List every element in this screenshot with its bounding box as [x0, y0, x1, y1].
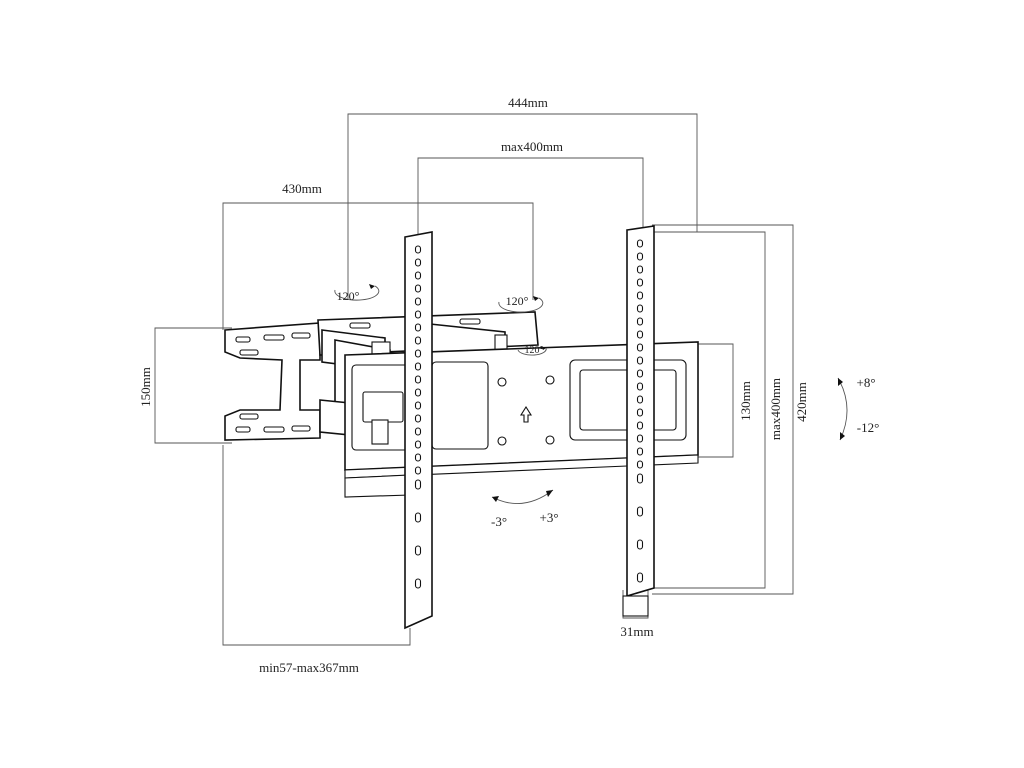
- rail-slot: [636, 265, 644, 274]
- rail-slot: [414, 414, 422, 423]
- rail-slot: [414, 284, 422, 293]
- tv-rail-right: [622, 225, 655, 617]
- dim-150-line: [154, 327, 232, 444]
- level-left-label: -3°: [491, 514, 507, 529]
- dim-31-label: 31mm: [620, 624, 653, 639]
- rail-slot: [636, 252, 644, 261]
- rail-slot: [636, 434, 644, 443]
- rail-slot: [636, 460, 644, 469]
- rail-slot: [414, 388, 422, 397]
- dim-420-label: 420mm: [794, 382, 809, 422]
- rail-slot: [636, 572, 644, 583]
- rail-slot: [636, 506, 644, 517]
- rail-slot: [636, 382, 644, 391]
- dim-150-label: 150mm: [138, 367, 153, 407]
- tv-rail-left: [404, 231, 433, 630]
- rail-slot: [414, 427, 422, 436]
- rail-slot: [636, 408, 644, 417]
- dim-420-line: [652, 224, 794, 595]
- dim-depth-label: min57-max367mm: [259, 660, 359, 675]
- up-arrow-icon: [520, 405, 532, 423]
- rail-slot: [636, 330, 644, 339]
- rail-slot: [636, 369, 644, 378]
- rail-slot: [414, 271, 422, 280]
- rail-slot: [636, 395, 644, 404]
- dim-130-label: 130mm: [738, 381, 753, 421]
- tilt-down-label: -12°: [857, 420, 880, 435]
- rail-slot: [636, 291, 644, 300]
- tilt-up-label: +8°: [856, 375, 875, 390]
- rail-slot: [636, 473, 644, 484]
- rail-slot: [414, 440, 422, 449]
- rail-slot: [414, 245, 422, 254]
- rail-slot: [636, 447, 644, 456]
- rail-slot: [414, 323, 422, 332]
- rail-slot: [414, 545, 422, 556]
- rail-slot: [636, 317, 644, 326]
- rail-slot: [636, 239, 644, 248]
- rail-slot: [636, 278, 644, 287]
- dim-max400v-label: max400mm: [768, 378, 783, 440]
- dim-430-line: [222, 202, 534, 330]
- rail-slot: [414, 310, 422, 319]
- dim-max400v-line: [648, 231, 766, 589]
- swivel-label-small: 120°: [525, 345, 544, 356]
- rail-slot: [414, 258, 422, 267]
- rail-slot: [636, 343, 644, 352]
- rail-slot: [414, 375, 422, 384]
- rail-slot: [636, 421, 644, 430]
- rail-slot: [414, 479, 422, 490]
- dimension-lines: [154, 113, 794, 646]
- rail-slot: [636, 356, 644, 365]
- dim-depth-line: [222, 445, 411, 646]
- dim-max400h-label: max400mm: [501, 139, 563, 154]
- dim-max400h-line: [417, 157, 644, 240]
- rail-slot: [414, 512, 422, 523]
- tilt-arrow: [837, 377, 848, 441]
- dim-430-label: 430mm: [282, 181, 322, 196]
- rail-slot: [414, 578, 422, 589]
- swivel-arrow-top-right: [498, 296, 544, 313]
- rail-slot: [414, 401, 422, 410]
- swivel-label-top-right: 120°: [506, 294, 529, 308]
- rail-slot: [414, 336, 422, 345]
- dim-130-line: [690, 343, 734, 458]
- rail-slot: [414, 297, 422, 306]
- rail-slot: [636, 539, 644, 550]
- rail-slot: [414, 453, 422, 462]
- level-right-label: +3°: [539, 510, 558, 525]
- rail-slot: [636, 304, 644, 313]
- rail-slot: [414, 466, 422, 475]
- swivel-label-top-left: 120°: [337, 289, 360, 303]
- wall-plate: [224, 322, 321, 441]
- rail-slot: [414, 362, 422, 371]
- rail-slot: [414, 349, 422, 358]
- dim-444-label: 444mm: [508, 95, 548, 110]
- level-arrow: [491, 489, 554, 504]
- dim-444-line: [347, 113, 698, 300]
- swivel-arrow-top-left: [334, 284, 380, 301]
- swivel-arrow-small: [517, 346, 547, 356]
